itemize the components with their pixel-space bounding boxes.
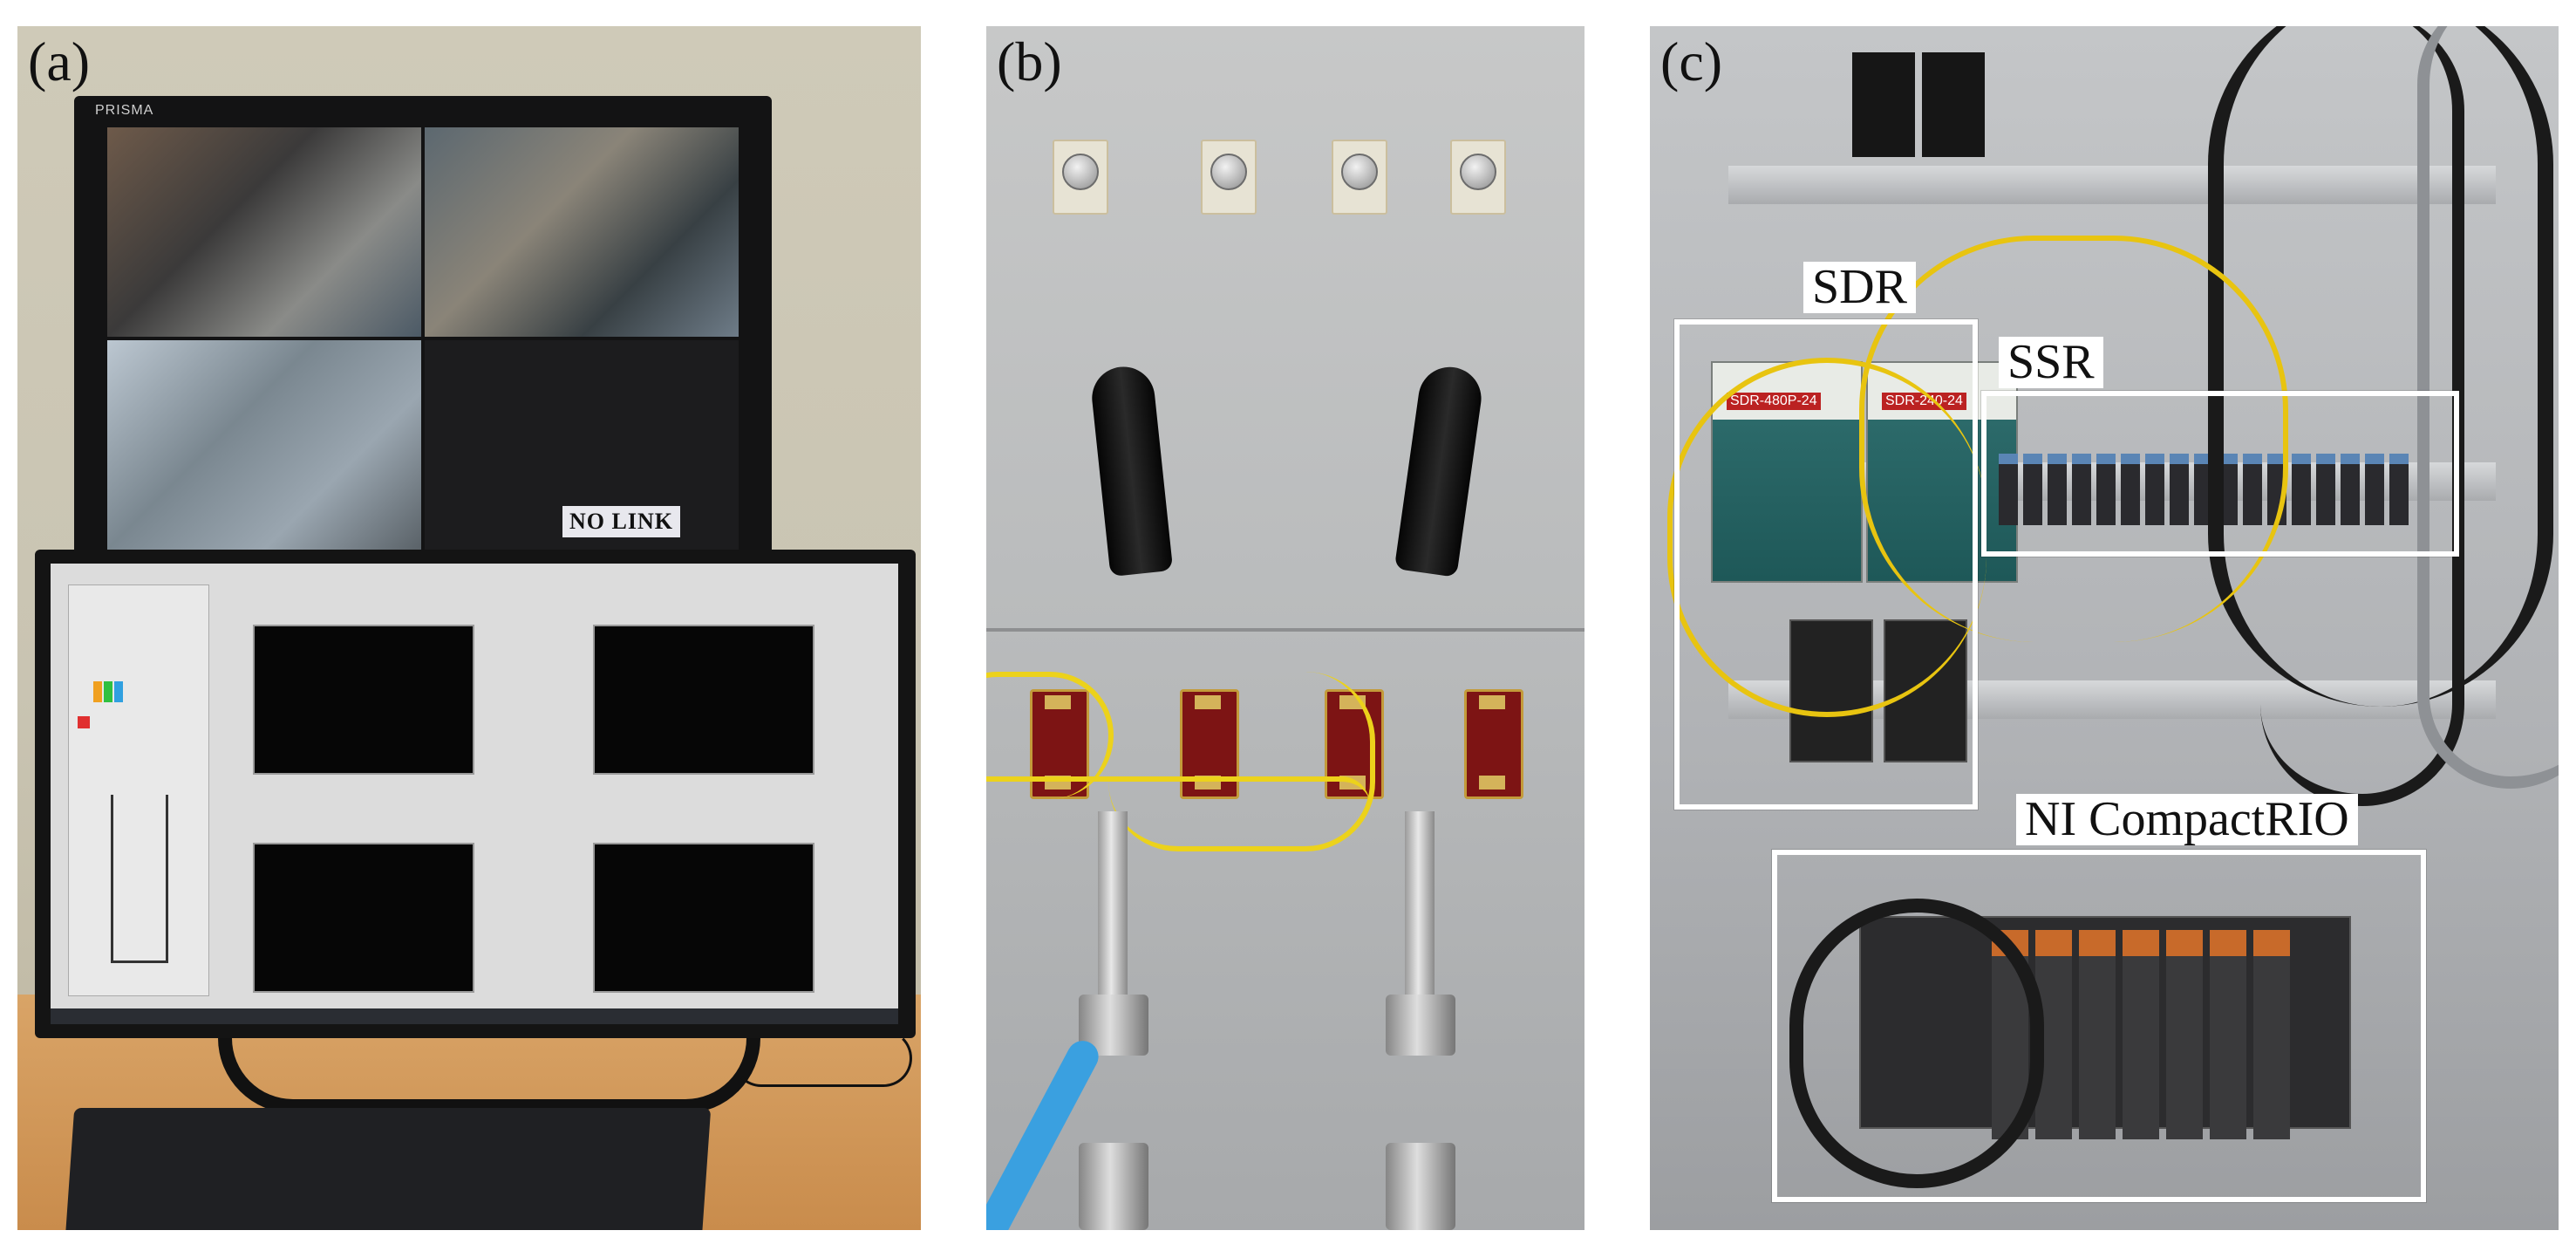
pipe-fitting-4	[1386, 1143, 1455, 1230]
crio-io-module	[2253, 930, 2290, 1139]
steel-pipe-2	[1405, 811, 1435, 1029]
no-link-overlay: NO LINK	[562, 506, 680, 537]
ssr-highlight-box	[1981, 391, 2459, 557]
crio-io-module	[2035, 930, 2072, 1139]
ssr-module	[2389, 454, 2409, 525]
photo-panel-a: (a) PRISMA NO LINK	[17, 26, 921, 1230]
schematic-indicator-red	[78, 716, 90, 728]
ssr-module	[2365, 454, 2384, 525]
rocker-switch-4	[1464, 689, 1523, 799]
sdr-label: SDR	[1803, 262, 1916, 313]
bottom-monitor	[35, 550, 916, 1038]
plot-window-2	[593, 625, 814, 775]
yellow-wire	[986, 776, 1370, 834]
panel-letter-a: (a)	[28, 31, 91, 92]
panel-letter-c: (c)	[1660, 31, 1723, 92]
crio-io-module	[2123, 930, 2159, 1139]
photo-panel-b: (b)	[986, 26, 1584, 1230]
breaker-2	[1922, 52, 1985, 157]
ssr-label: SSR	[1999, 337, 2103, 388]
panel-seam	[986, 628, 1584, 632]
top-monitor: PRISMA NO LINK	[74, 96, 772, 567]
rotary-knob-2	[1394, 363, 1486, 578]
plot-window-4	[593, 843, 814, 993]
switch-lug	[1479, 695, 1505, 709]
plot-window-1	[253, 625, 474, 775]
toggle-switch-2	[1201, 140, 1257, 215]
toggle-switch-4	[1450, 140, 1506, 215]
keyboard	[65, 1108, 712, 1230]
yellow-wire-bundle	[1667, 358, 1987, 717]
toggle-nut-icon	[1460, 154, 1496, 190]
camera-feed-1	[107, 127, 421, 337]
rotary-knob-1	[1088, 363, 1174, 578]
control-software-screen	[51, 564, 898, 1008]
yellow-wire	[1108, 672, 1375, 851]
schematic-indicator-orange	[93, 681, 102, 702]
plot-window-3	[253, 843, 474, 993]
crio-io-module	[2166, 930, 2203, 1139]
switch-lug	[1479, 776, 1505, 790]
camera-feed-2	[425, 127, 739, 337]
toggle-nut-icon	[1210, 154, 1247, 190]
monitor-stand	[218, 1038, 760, 1113]
toggle-switch-3	[1332, 140, 1387, 215]
monitor-brand: PRISMA	[95, 103, 154, 118]
ssr-module	[2316, 454, 2335, 525]
crio-io-module	[2210, 930, 2246, 1139]
photo-panel-c: (c) SDR-480P-24 SDR-240-24	[1650, 26, 2559, 1230]
camera-feed-3	[107, 340, 421, 550]
ssr-module	[2096, 454, 2116, 525]
pipe-fitting-3	[1079, 1143, 1148, 1230]
switch-lug	[1195, 695, 1221, 709]
toggle-switch-1	[1053, 140, 1108, 215]
schematic-vessel	[111, 795, 168, 963]
crio-io-module	[2079, 930, 2116, 1139]
compactrio-highlight-box	[1772, 850, 2426, 1202]
ssr-module	[2072, 454, 2091, 525]
breaker-1	[1852, 52, 1915, 157]
pipe-fitting-2	[1386, 995, 1455, 1056]
schematic-indicator-green	[104, 681, 112, 702]
ssr-module	[2048, 454, 2067, 525]
schematic-pane	[68, 584, 209, 996]
ssr-module	[2341, 454, 2360, 525]
toggle-nut-icon	[1062, 154, 1099, 190]
toggle-nut-icon	[1341, 154, 1378, 190]
panel-letter-b: (b)	[997, 31, 1062, 92]
sdr-highlight-box	[1674, 319, 1978, 810]
compactrio-label: NI CompactRIO	[2016, 794, 2358, 845]
ssr-module	[2292, 454, 2311, 525]
steel-pipe-1	[1098, 811, 1128, 1029]
os-taskbar	[51, 1008, 898, 1024]
schematic-indicator-blue	[114, 681, 123, 702]
desk-cable	[733, 1029, 912, 1087]
